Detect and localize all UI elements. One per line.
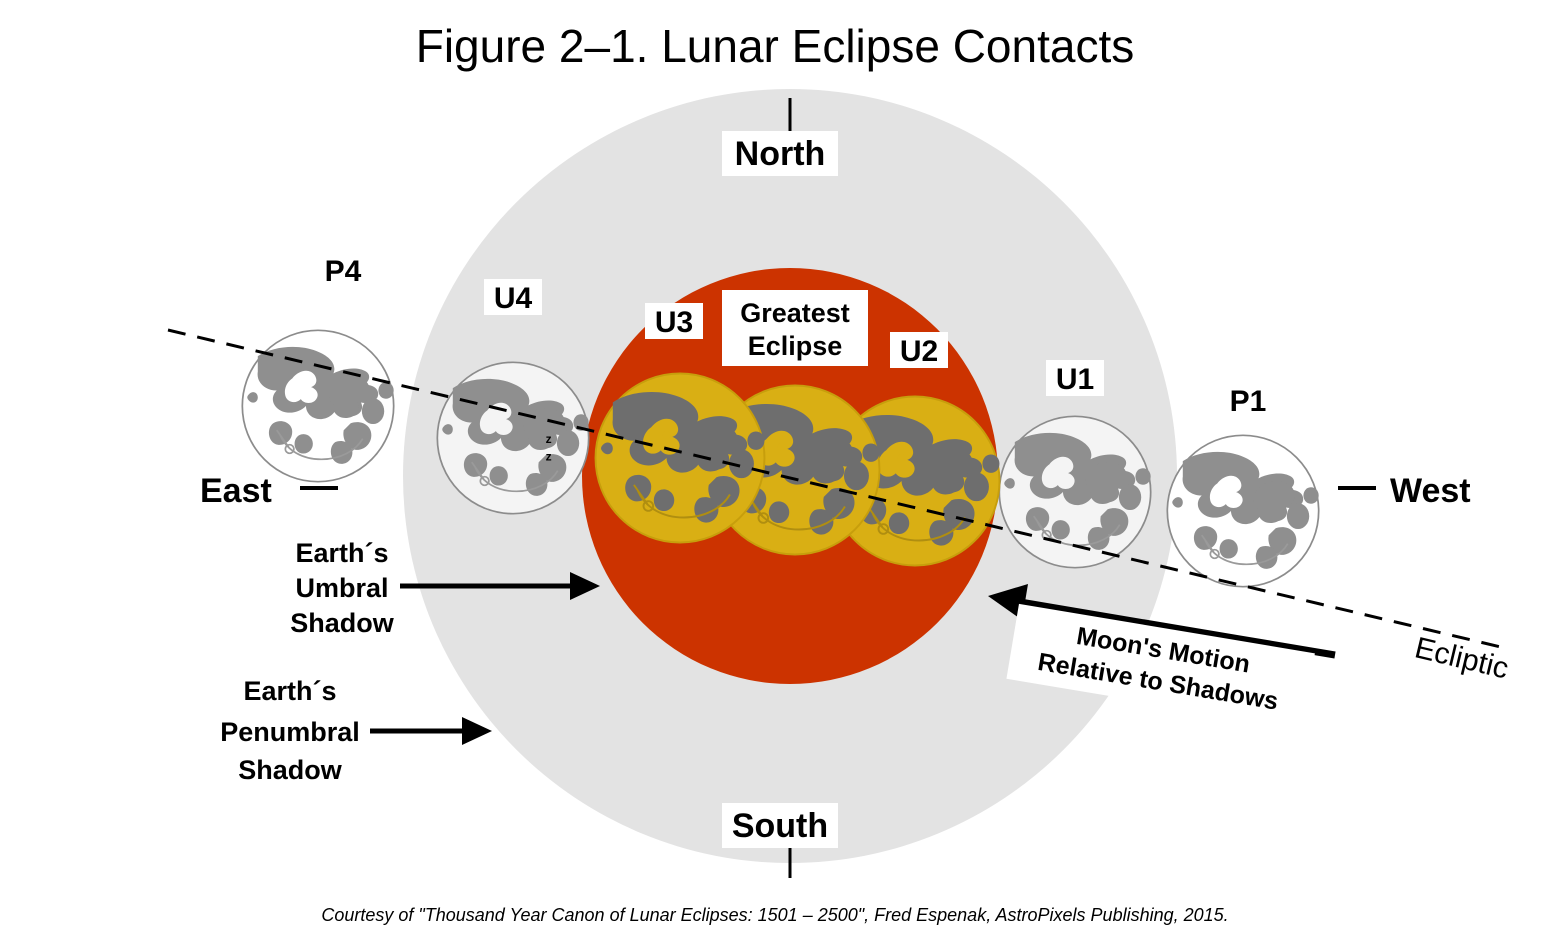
umbral-shadow-label-line1: Earth´s: [295, 538, 388, 568]
greatest-eclipse-label-box: [722, 290, 868, 366]
cardinal-label-west: West: [1390, 472, 1471, 510]
contact-label-U4: U4: [494, 282, 533, 315]
penumbral-shadow-arrow: [370, 717, 492, 745]
moon-contact-U4: z z: [436, 361, 590, 515]
penumbral-shadow-label-line1: Earth´s: [243, 676, 336, 706]
moon-marking-z1: z: [546, 432, 552, 446]
greatest-eclipse-label-line1: Greatest: [740, 298, 850, 328]
cardinal-label-south: South: [732, 807, 828, 845]
umbral-shadow-arrow: [400, 572, 600, 600]
contact-label-U4-box: [484, 279, 542, 315]
contact-label-U1: U1: [1056, 363, 1094, 396]
moon-contact-P1: [1166, 434, 1320, 588]
moon-contact-U3: [594, 372, 766, 544]
moon-contact-P4: [241, 329, 395, 483]
figure-caption: Courtesy of "Thousand Year Canon of Luna…: [321, 905, 1228, 925]
contact-label-U2: U2: [900, 335, 938, 368]
cardinal-label-north: North: [735, 135, 826, 173]
cardinal-label-east: East: [200, 472, 272, 510]
penumbral-shadow-label-line3: Shadow: [238, 755, 343, 785]
moon-marking-z2: z: [546, 449, 552, 463]
contact-label-P4: P4: [325, 255, 362, 288]
umbral-shadow-label-line3: Shadow: [290, 608, 395, 638]
contact-label-U1-box: [1046, 360, 1104, 396]
umbral-shadow-label-line2: Umbral: [295, 573, 388, 603]
moons-motion-label-box: [1006, 603, 1315, 729]
contact-label-P1: P1: [1230, 385, 1267, 418]
greatest-eclipse-label-line2: Eclipse: [748, 331, 843, 361]
contact-label-U3: U3: [655, 306, 693, 339]
contact-label-U2-box: [890, 332, 948, 368]
ecliptic-dashed-line: [167, 328, 1506, 650]
penumbral-shadow-label-line2: Penumbral: [220, 717, 360, 747]
north-label-box: [722, 131, 838, 176]
figure-title: Figure 2–1. Lunar Eclipse Contacts: [416, 20, 1135, 72]
contact-label-U3-box: [645, 303, 703, 339]
south-label-box: [722, 803, 838, 848]
